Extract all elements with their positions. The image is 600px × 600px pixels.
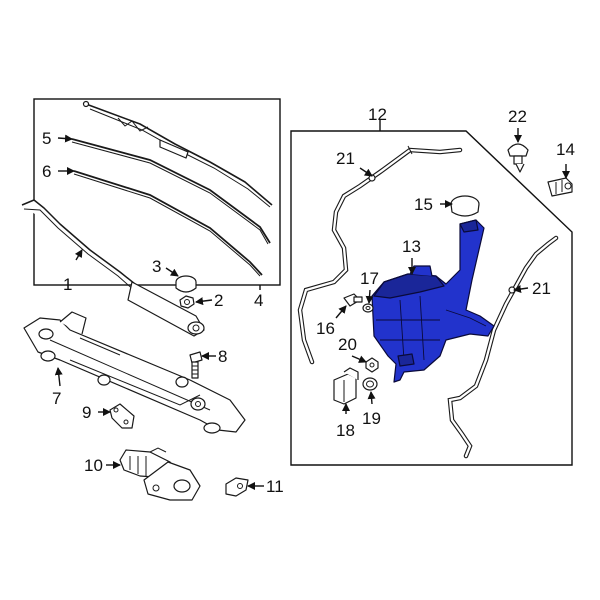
callout-3: 3: [152, 257, 161, 276]
linkage-bolt: [189, 351, 203, 379]
blade-refill-5: [71, 138, 271, 245]
callout-15: 15: [414, 195, 433, 214]
hose-connector: [343, 293, 363, 307]
callout-6: 6: [42, 162, 51, 181]
callout-8: 8: [218, 347, 227, 366]
wiper-blade: [82, 100, 273, 208]
callout-leaders: [54, 128, 570, 490]
arm-cap: [175, 275, 197, 293]
callout-18: 18: [336, 421, 355, 440]
callout-1: 1: [63, 275, 72, 294]
callout-19: 19: [362, 409, 381, 428]
harness-clip: [225, 477, 249, 497]
blade-refill-6: [73, 170, 263, 277]
callout-20: 20: [338, 335, 357, 354]
callout-4: 4: [254, 291, 263, 310]
reservoir-bolt: [547, 177, 573, 197]
pump-seal: [362, 377, 378, 391]
washer-pump: [333, 367, 359, 405]
arm-nut: [179, 295, 195, 309]
wiper-arm: [21, 199, 205, 337]
washer-system-group-box: [290, 130, 573, 466]
linkage-bracket: [109, 403, 135, 429]
reservoir-cap: [450, 195, 480, 217]
callout-5: 5: [42, 129, 51, 148]
callout-2: 2: [214, 291, 223, 310]
callout-10: 10: [84, 456, 103, 475]
callout-12: 12: [368, 105, 387, 124]
wiper-motor: [119, 447, 201, 501]
callout-9: 9: [82, 403, 91, 422]
callout-7: 7: [52, 389, 61, 408]
washer-reservoir: [371, 219, 495, 383]
callout-17: 17: [360, 269, 379, 288]
callout-13: 13: [402, 237, 421, 256]
callout-21-right: 21: [532, 279, 551, 298]
callout-21-left: 21: [336, 149, 355, 168]
callout-16: 16: [316, 319, 335, 338]
callout-22: 22: [508, 107, 527, 126]
sensor-grommet: [365, 357, 379, 373]
wiper-blade-group-box: [33, 98, 281, 286]
wiper-linkage: [23, 311, 246, 434]
callout-11: 11: [266, 477, 284, 496]
pump-grommet: [362, 303, 374, 313]
callout-14: 14: [556, 140, 575, 159]
washer-nozzle: [507, 143, 529, 173]
